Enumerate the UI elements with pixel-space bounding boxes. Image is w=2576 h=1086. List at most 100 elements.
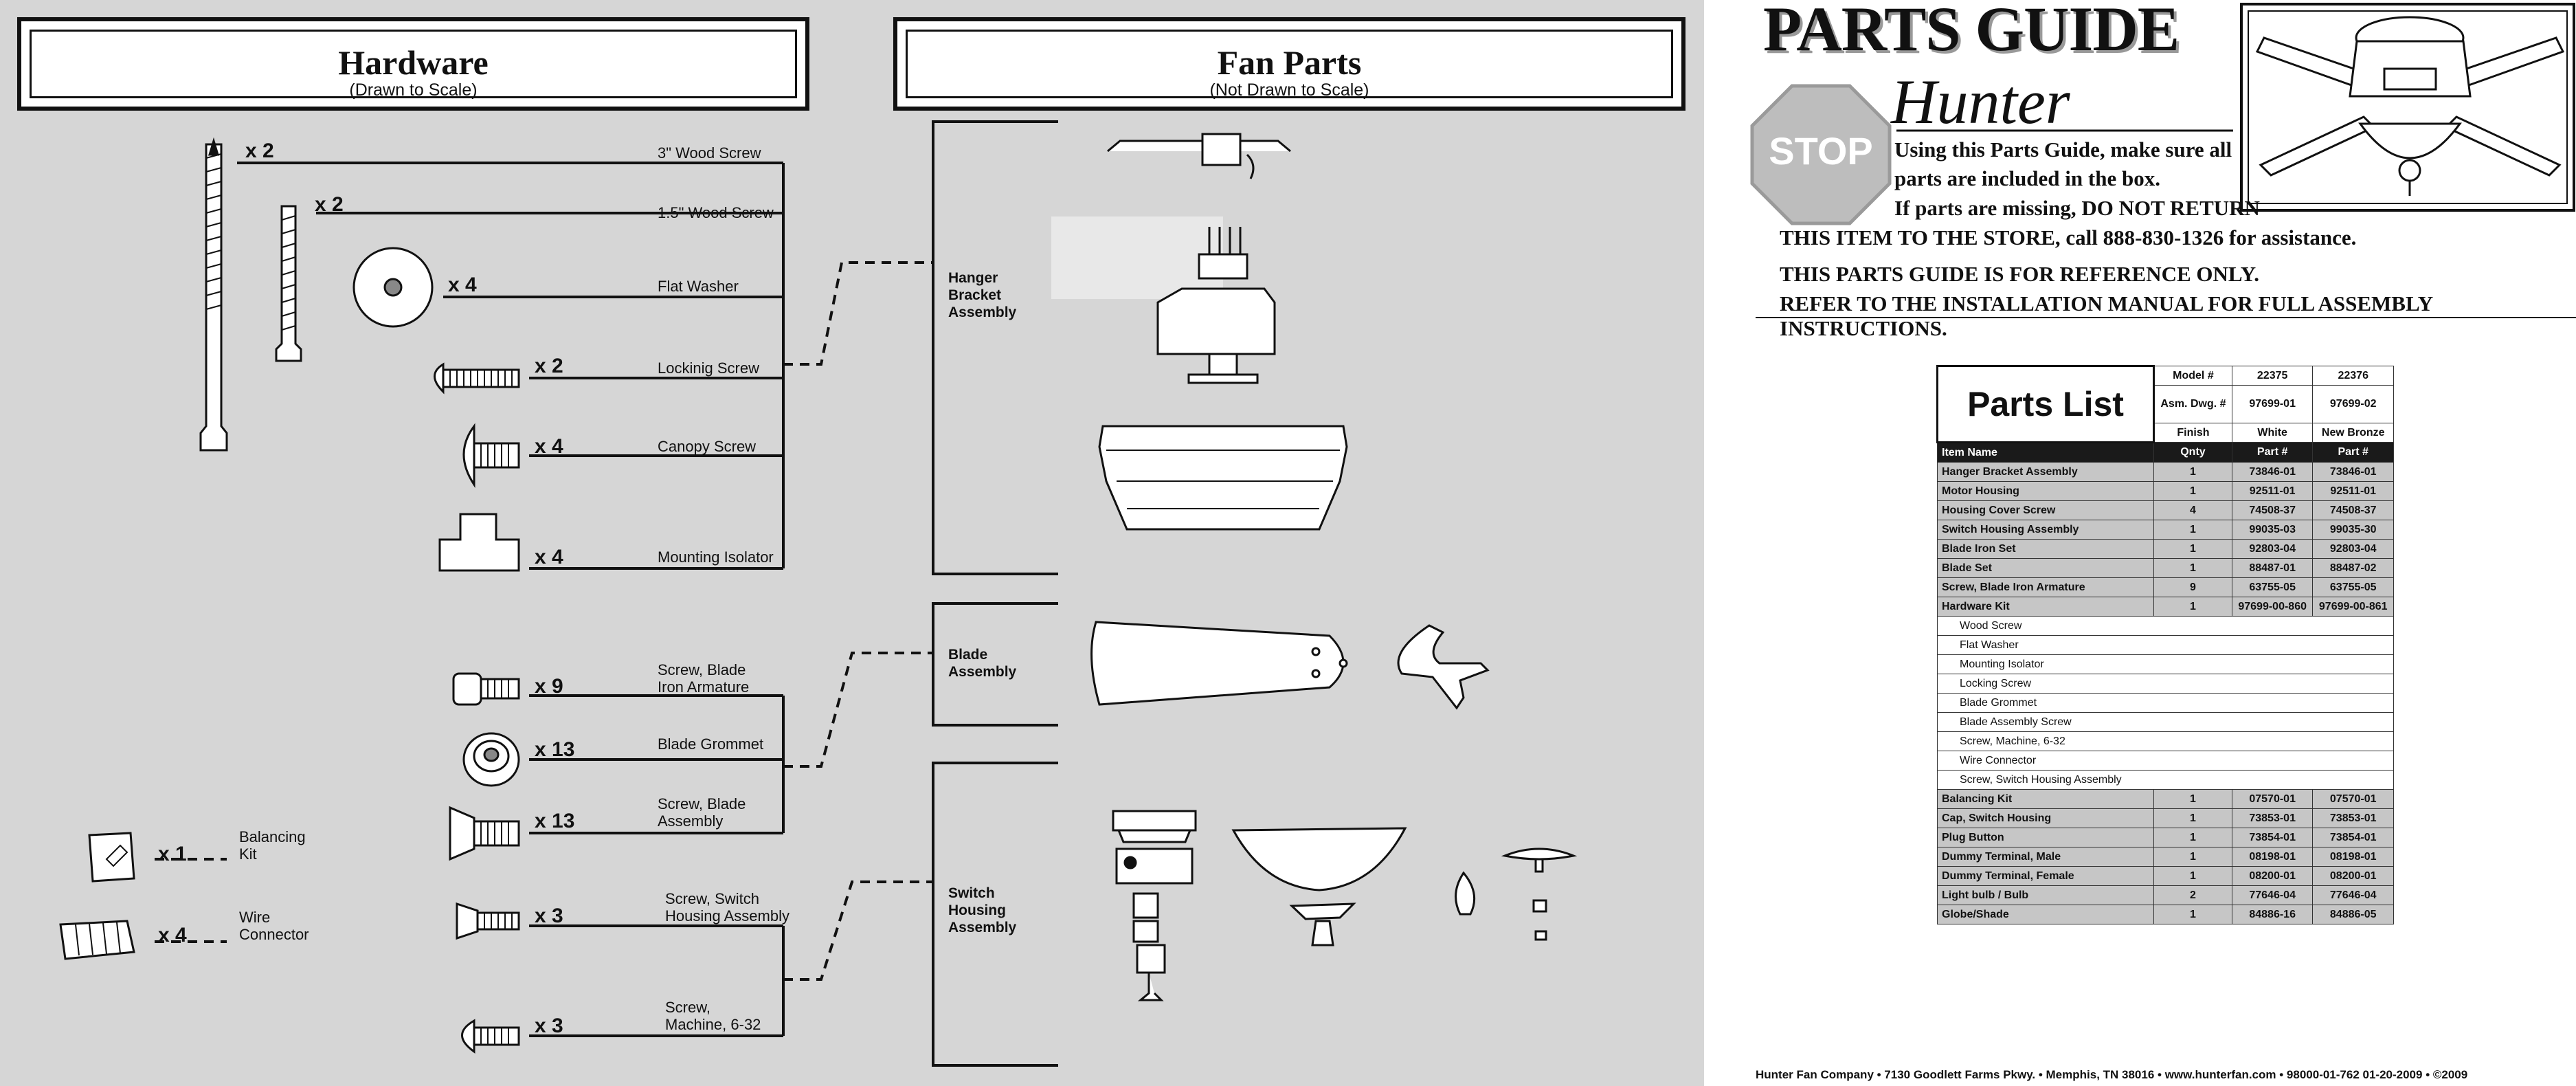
parts-guide-title: PARTS GUIDE	[1763, 0, 2180, 64]
col-part-2: Part #	[2312, 442, 2394, 463]
kit-item: Flat Washer	[1937, 635, 2394, 655]
finish-label: Finish	[2153, 423, 2232, 443]
label-blade-iron-screw: Screw, Blade Iron Armature	[658, 661, 750, 696]
label-switch-housing-screw: Screw, Switch Housing Assembly	[665, 890, 789, 924]
intro-line-3: If parts are missing, DO NOT RETURN	[1894, 196, 2260, 220]
diagram-panel	[0, 0, 1704, 1086]
cell-p2: 99035-30	[2312, 520, 2394, 540]
cell-p1: 73854-01	[2231, 828, 2314, 847]
kit-item: Locking Screw	[1937, 674, 2394, 694]
hunter-logo: Hunter	[1891, 67, 2070, 137]
mounting-isolator-icon	[438, 513, 520, 572]
hardware-title: Hardware	[338, 43, 489, 82]
cell-p2: 63755-05	[2312, 577, 2394, 597]
col-item-name: Item Name	[1937, 442, 2154, 463]
cell-qty: 2	[2153, 885, 2232, 905]
cell-p2: 88487-02	[2312, 558, 2394, 578]
model-2: 22376	[2312, 366, 2394, 386]
label-wire-connector: Wire Connector	[239, 909, 309, 943]
label-15-wood-screw: 1.5" Wood Screw	[658, 204, 774, 221]
kit-item: Screw, Switch Housing Assembly	[1937, 770, 2394, 790]
ceiling-fan-icon	[2240, 3, 2575, 212]
col-qnty: Qnty	[2153, 442, 2232, 463]
qty-blade-assembly-screw: x 13	[535, 810, 575, 832]
blade-assembly-screw-icon	[449, 806, 520, 861]
intro-line-2: parts are included in the box.	[1894, 166, 2160, 190]
reference-line-2: REFER TO THE INSTALLATION MANUAL FOR FUL…	[1780, 291, 2433, 340]
model-label: Model #	[2153, 366, 2232, 386]
cell-p1: 97699-00-860	[2231, 597, 2314, 617]
label-3-wood-screw: 3" Wood Screw	[658, 144, 761, 162]
cell-name: Hardware Kit	[1937, 597, 2154, 617]
asm-label: Asm. Dwg. #	[2153, 385, 2232, 423]
cell-p2: 74508-37	[2312, 500, 2394, 520]
cell-p2: 73854-01	[2312, 828, 2394, 847]
plug-button-icon	[1501, 847, 1578, 941]
qty-blade-iron-screw: x 9	[535, 675, 563, 698]
cell-p2: 77646-04	[2312, 885, 2394, 905]
kit-item-row: Flat Washer	[1937, 635, 2394, 655]
light-bulb-icon	[1455, 871, 1476, 916]
balancing-kit-icon	[88, 832, 135, 883]
wood-screw-3-icon	[199, 137, 228, 452]
model-1: 22375	[2231, 366, 2314, 386]
kit-item-row: Wire Connector	[1937, 751, 2394, 771]
parts-list-title: Parts List	[1967, 385, 2124, 423]
kit-item: Blade Assembly Screw	[1937, 712, 2394, 732]
label-machine-screw: Screw, Machine, 6-32	[665, 999, 761, 1033]
cell-p1: 88487-01	[2231, 558, 2314, 578]
qty-canopy-screw: x 4	[535, 435, 563, 458]
switch-housing-icon	[1112, 810, 1197, 1001]
cell-qty: 1	[2153, 905, 2232, 924]
label-locking-screw: Lockinig Screw	[658, 359, 759, 377]
kit-item-row: Screw, Machine, 6-32	[1937, 731, 2394, 751]
cell-p1: 99035-03	[2231, 520, 2314, 540]
finish-1: White	[2231, 423, 2314, 443]
parts-list-title-cell: Parts List	[1936, 365, 2155, 443]
cell-name: Cap, Switch Housing	[1937, 808, 2154, 828]
intro-line-4: THIS ITEM TO THE STORE, call 888-830-132…	[1780, 225, 2357, 250]
qty-mounting-isolator: x 4	[535, 546, 563, 568]
cell-qty: 1	[2153, 847, 2232, 867]
reference-line-1: THIS PARTS GUIDE IS FOR REFERENCE ONLY.	[1780, 262, 2260, 286]
cell-p1: 73853-01	[2231, 808, 2314, 828]
cell-p2: 07570-01	[2312, 789, 2394, 809]
qty-machine-screw: x 3	[535, 1015, 563, 1037]
cell-p1: 08198-01	[2231, 847, 2314, 867]
asm-1: 97699-01	[2231, 385, 2314, 423]
cell-name: Motor Housing	[1937, 481, 2154, 501]
cell-qty: 1	[2153, 539, 2232, 559]
cell-p2: 92803-04	[2312, 539, 2394, 559]
globe-shade-icon	[1231, 827, 1407, 946]
kit-item-row: Wood Screw	[1937, 616, 2394, 636]
kit-item: Mounting Isolator	[1937, 654, 2394, 674]
qty-switch-housing-screw: x 3	[535, 905, 563, 927]
cell-p1: 63755-05	[2231, 577, 2314, 597]
label-blade-grommet: Blade Grommet	[658, 735, 764, 753]
cell-p1: 07570-01	[2231, 789, 2314, 809]
label-blade-assembly-screw: Screw, Blade Assembly	[658, 795, 746, 830]
label-mounting-isolator: Mounting Isolator	[658, 548, 774, 566]
hardware-header: Hardware (Drawn to Scale)	[17, 17, 809, 111]
cell-p1: 08200-01	[2231, 866, 2314, 886]
cell-name: Globe/Shade	[1937, 905, 2154, 924]
cell-p2: 92511-01	[2312, 481, 2394, 501]
flat-washer-icon	[352, 247, 434, 328]
blade-grommet-icon	[462, 732, 520, 787]
cell-p2: 08198-01	[2312, 847, 2394, 867]
label-balancing-kit: Balancing Kit	[239, 828, 306, 863]
cell-p1: 73846-01	[2231, 462, 2314, 482]
kit-item-row: Screw, Switch Housing Assembly	[1937, 770, 2394, 790]
